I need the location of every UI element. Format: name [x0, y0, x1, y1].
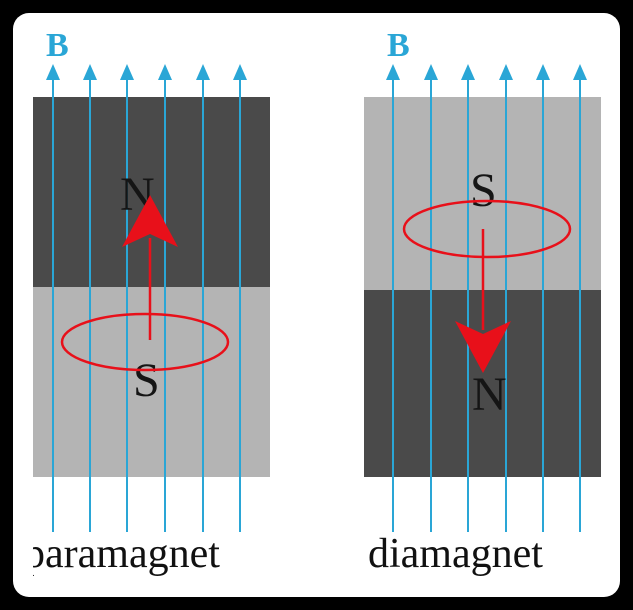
diamagnet-caption: diamagnet: [368, 531, 543, 577]
field-arrowhead: [536, 64, 550, 80]
paramagnet-field-label: B: [46, 27, 69, 64]
diamagnet-field-lines: [386, 64, 587, 532]
paramagnet-current-loop: [60, 312, 230, 372]
field-arrowhead: [461, 64, 475, 80]
field-arrowhead: [386, 64, 400, 80]
field-arrowhead: [233, 64, 247, 80]
paramagnet-moment-arrowhead: [122, 195, 178, 247]
paramagnet-bottom-pole-label: S: [133, 354, 160, 407]
field-arrowhead: [196, 64, 210, 80]
diamagnet-moment-arrowhead: [455, 321, 511, 373]
diamagnet-field-label: B: [387, 27, 410, 64]
field-arrowhead: [83, 64, 97, 80]
diamagnet-current-loop: [402, 199, 572, 259]
paramagnet-caption: paramagnet: [24, 531, 220, 577]
paramagnet-panel: B N S paramagnet: [24, 27, 270, 577]
field-arrowhead: [499, 64, 513, 80]
field-arrowhead: [120, 64, 134, 80]
field-arrowhead: [158, 64, 172, 80]
diamagnet-panel: B S N diamagnet: [364, 27, 601, 577]
diamagnet-bottom-pole-label: N: [472, 368, 507, 421]
field-arrowhead: [573, 64, 587, 80]
diamagnet-top-pole-label: S: [470, 164, 497, 217]
paramagnet-field-lines: [46, 64, 247, 532]
paramagnet-bottom-block: [33, 287, 270, 477]
field-arrowhead: [424, 64, 438, 80]
paramagnet-top-block: [33, 97, 270, 287]
field-arrowhead: [46, 64, 60, 80]
